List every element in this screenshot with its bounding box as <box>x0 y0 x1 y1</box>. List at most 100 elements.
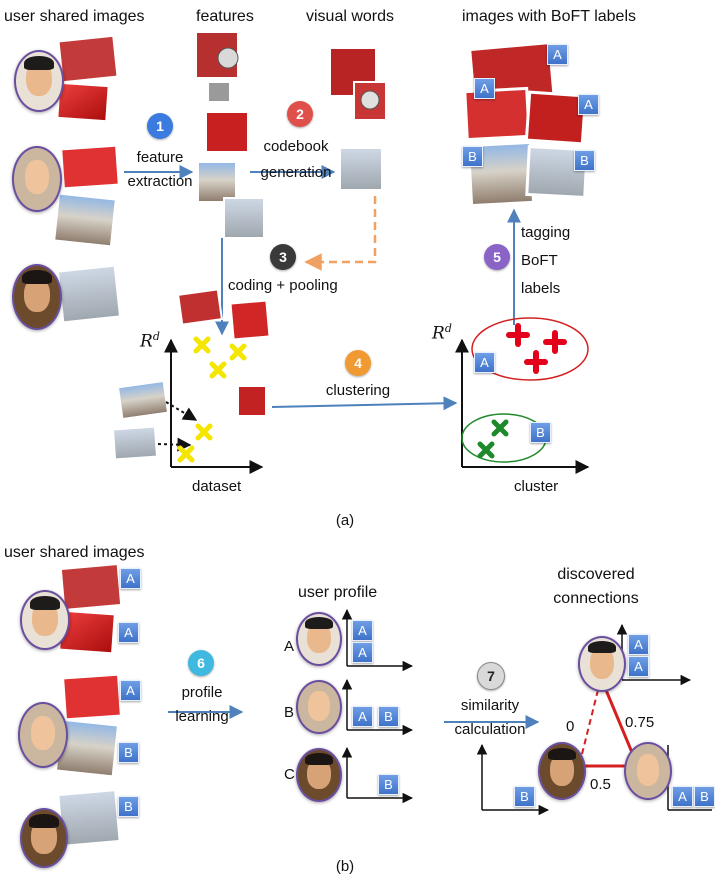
user-photo-stack-1 <box>55 33 120 124</box>
label-generation: generation <box>260 164 332 181</box>
profile-row-label-C: C <box>284 766 295 783</box>
profile-A-bar-A-2: A <box>352 642 373 663</box>
red-cross-2 <box>543 330 567 354</box>
boft-tag-B-1: B <box>462 146 483 167</box>
label-coding-pooling: coding + pooling <box>228 277 338 294</box>
cluster-A-points <box>506 323 567 374</box>
label-codebook: codebook <box>263 138 329 155</box>
profile-histogram-A <box>341 608 414 672</box>
user-avatar-a1 <box>14 50 64 112</box>
connection-avatar-right <box>624 742 672 800</box>
label-calculation: calculation <box>454 721 526 738</box>
red-cross-1 <box>506 323 530 347</box>
red-cross-3 <box>524 350 548 374</box>
dataset-photos <box>111 288 271 461</box>
label-extraction: extraction <box>127 173 193 190</box>
cluster-B-points <box>477 419 509 459</box>
label-profile: profile <box>181 684 223 701</box>
yellow-cross-2 <box>229 343 247 361</box>
caption-b: (b) <box>335 858 355 875</box>
user-image-tag-B-2: B <box>118 796 139 817</box>
yellow-cross-3 <box>209 361 227 379</box>
connections-hist-left <box>476 743 550 816</box>
edge-weight-0-75: 0.75 <box>625 714 655 731</box>
heading-features: features <box>196 8 254 25</box>
yellow-cross-4 <box>195 423 213 441</box>
connection-left-bar-B: B <box>514 786 535 807</box>
profile-avatar-A <box>296 612 342 666</box>
edge-weight-0-5: 0.5 <box>590 776 611 793</box>
profile-histogram-C <box>341 746 414 804</box>
user-avatar-b3 <box>20 808 68 868</box>
user-avatar-a2 <box>12 146 62 212</box>
step-2-badge: 2 <box>287 101 313 127</box>
profile-avatar-B <box>296 680 342 734</box>
boft-tag-A-1: A <box>547 44 568 65</box>
user-image-tag-A-1: A <box>120 568 141 589</box>
profile-B-bar-A: A <box>352 706 373 727</box>
profile-histogram-B <box>341 678 414 736</box>
heading-visual-words: visual words <box>306 8 395 25</box>
user-photo-stack-3 <box>55 263 123 325</box>
visual-word-patches <box>329 47 387 191</box>
heading-connections: connections <box>553 590 639 607</box>
caption-a: (a) <box>335 512 355 529</box>
labeled-images-cluster <box>463 40 589 208</box>
user-image-tag-A-3: A <box>120 680 141 701</box>
user-image-tag-B-1: B <box>118 742 139 763</box>
axis-rd-left: Rd <box>140 330 160 352</box>
heading-images-with-boft-labels: images with BoFT labels <box>462 8 636 25</box>
label-feature: feature <box>136 149 184 166</box>
yellow-cross-5 <box>177 445 195 463</box>
heading-user-shared-images-a: user shared images <box>4 8 145 25</box>
arrow-codebook-feedback <box>304 196 377 271</box>
step-7-badge: 7 <box>477 662 505 690</box>
label-tagging: tagging <box>521 224 571 241</box>
boft-tag-A-3: A <box>578 94 599 115</box>
green-cross-1 <box>491 419 509 437</box>
cluster-axes <box>455 338 590 474</box>
axis-label-dataset: dataset <box>192 478 242 495</box>
user-avatar-b1 <box>20 590 70 650</box>
profile-row-label-B: B <box>284 704 295 721</box>
label-boft: BoFT <box>521 252 558 269</box>
boft-tag-B-2: B <box>574 150 595 171</box>
dataset-feature-points <box>177 336 247 463</box>
boft-tag-A-2: A <box>474 78 495 99</box>
axis-label-cluster: cluster <box>514 478 559 495</box>
green-cross-2 <box>477 441 495 459</box>
profile-B-bar-B: B <box>378 706 399 727</box>
profile-photos-b <box>53 561 124 849</box>
profile-A-bar-A-1: A <box>352 620 373 641</box>
step-3-badge: 3 <box>270 244 296 270</box>
connection-right-bar-B: B <box>694 786 715 807</box>
connection-top-bar-A-1: A <box>628 634 649 655</box>
profile-row-label-A: A <box>284 638 295 655</box>
dataset-axes <box>164 338 264 474</box>
label-clustering: clustering <box>325 382 391 399</box>
label-similarity: similarity <box>460 697 520 714</box>
cluster-tag-B: B <box>530 422 551 443</box>
label-learning: learning <box>175 708 229 725</box>
step-5-badge: 5 <box>484 244 510 270</box>
step-6-badge: 6 <box>188 650 214 676</box>
feature-patches <box>195 31 265 239</box>
heading-user-profile: user profile <box>298 584 378 601</box>
profile-avatar-C <box>296 748 342 802</box>
cluster-A-ellipse <box>471 317 589 381</box>
heading-user-shared-images-b: user shared images <box>4 544 145 561</box>
user-image-tag-A-2: A <box>118 622 139 643</box>
dotted-arrow-dataset-2 <box>157 437 192 452</box>
edge-weight-0: 0 <box>566 718 575 735</box>
label-labels: labels <box>521 280 561 297</box>
cluster-tag-A: A <box>474 352 495 373</box>
connection-right-bar-A: A <box>672 786 693 807</box>
step-1-badge: 1 <box>147 113 173 139</box>
edge-top-left <box>579 689 599 763</box>
arrow-clustering <box>271 396 458 411</box>
profile-C-bar-B: B <box>378 774 399 795</box>
connection-avatar-top <box>578 636 626 692</box>
connection-avatar-left <box>538 742 586 800</box>
yellow-cross-1 <box>193 336 211 354</box>
